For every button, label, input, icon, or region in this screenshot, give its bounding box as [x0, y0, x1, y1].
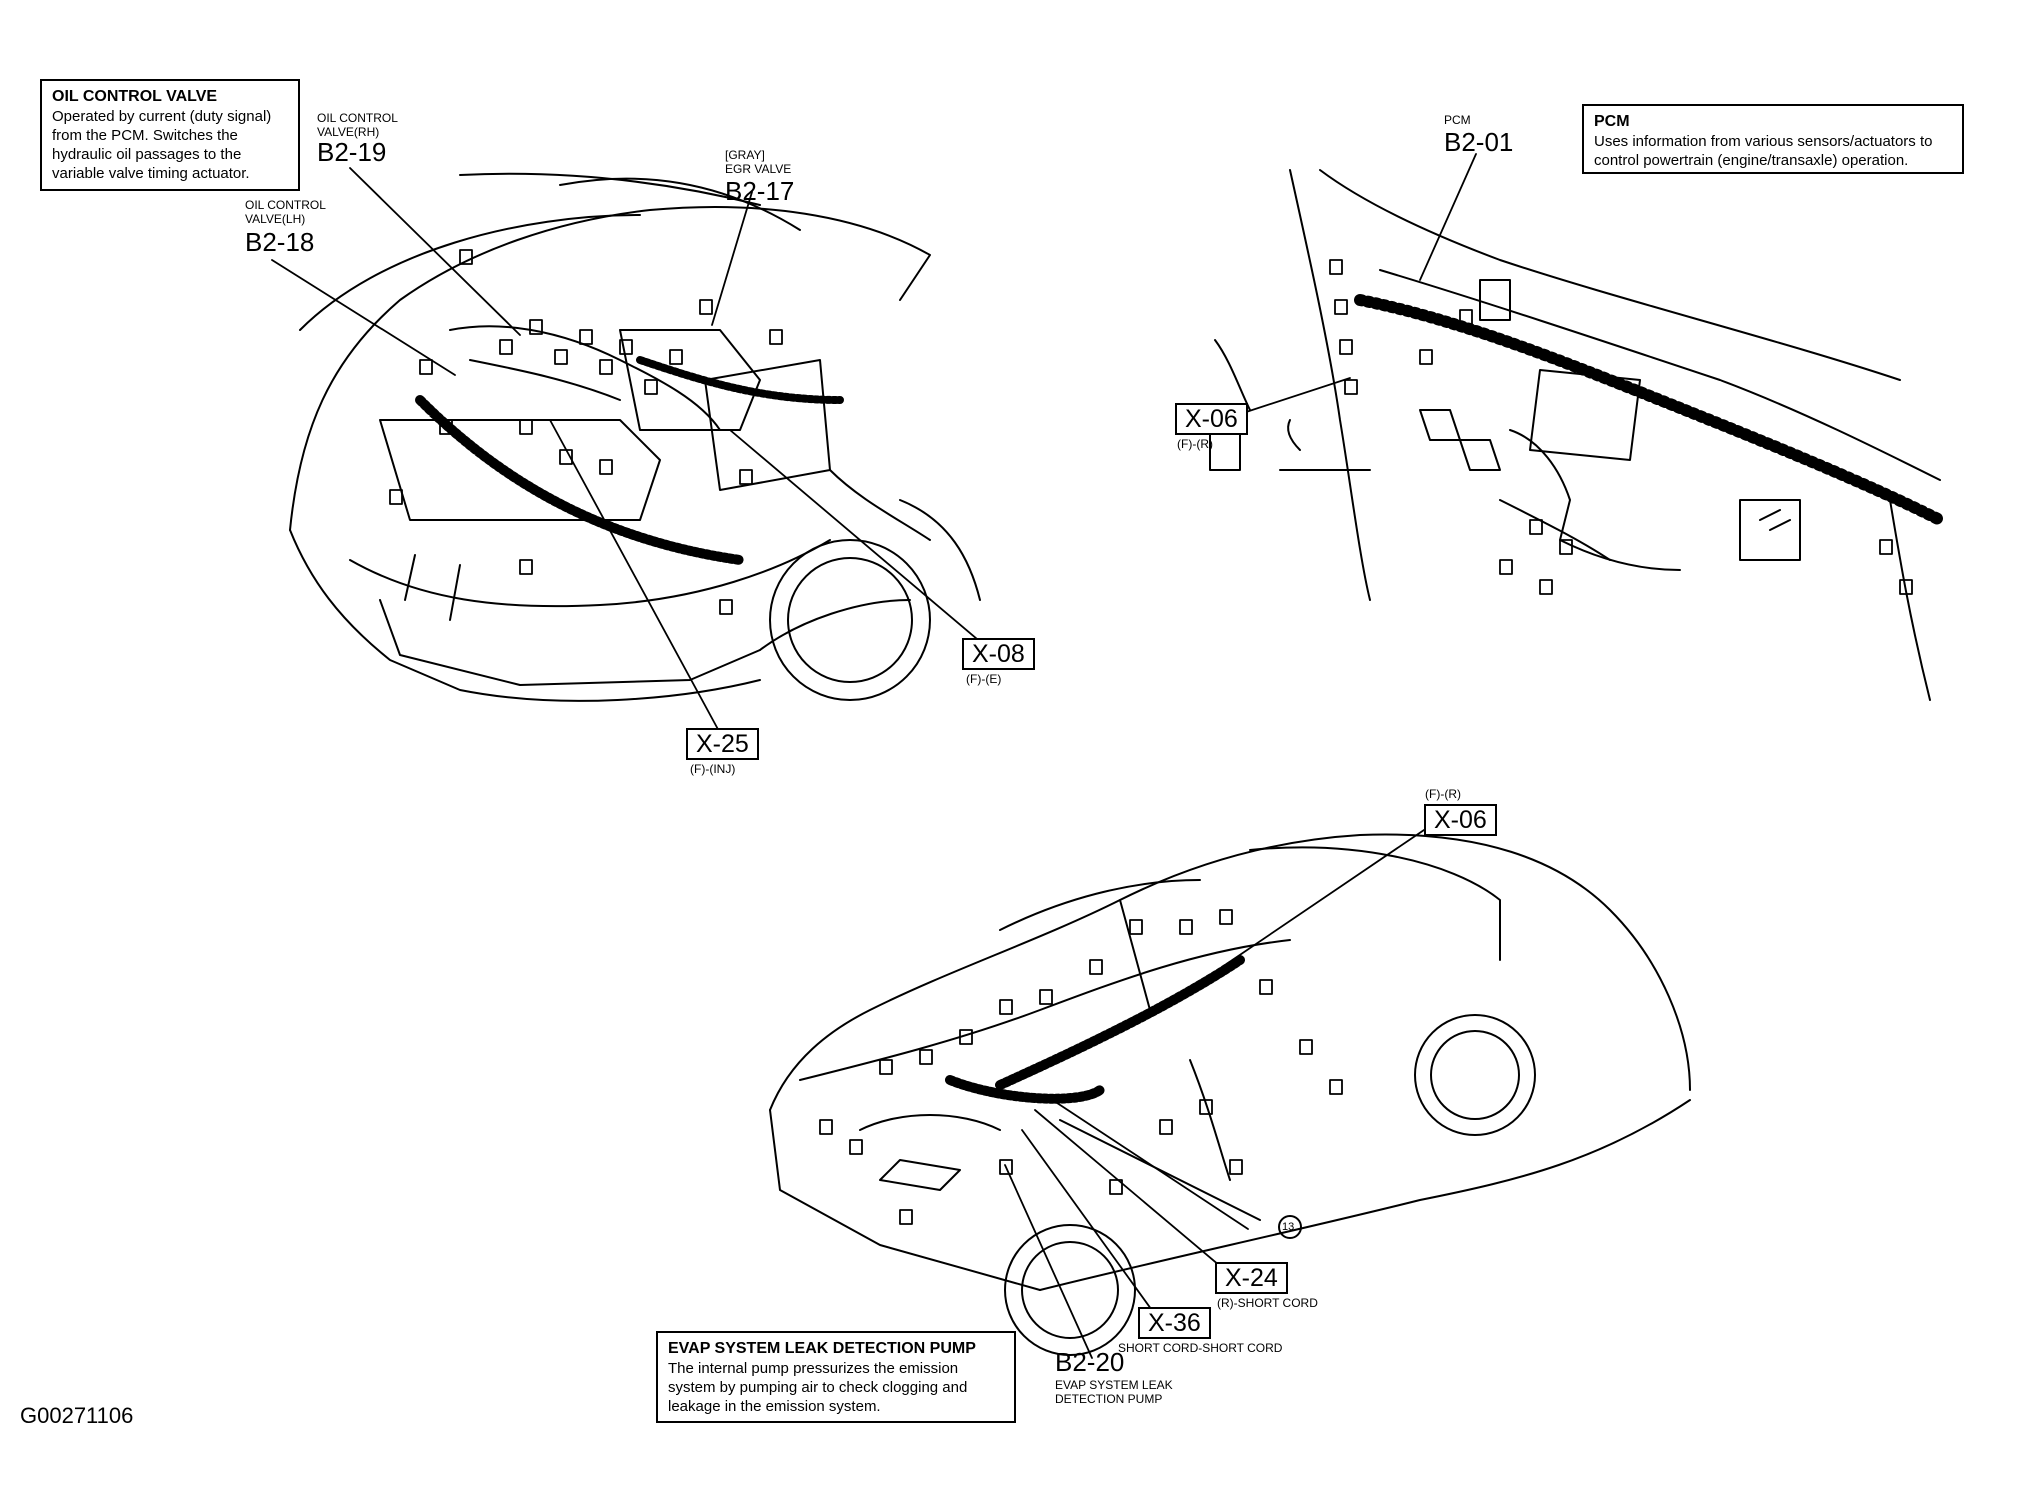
- pcm-info-body: Uses information from various sensors/ac…: [1594, 133, 1933, 169]
- figure-id: G00271106: [20, 1403, 134, 1428]
- vehicle-body-drawing: [769, 833, 1691, 1356]
- b2-01-code: B2-01: [1444, 127, 1514, 157]
- oil-control-valve-info-body: Operated by current (duty signal) from t…: [52, 108, 272, 182]
- b2-20-code: B2-20: [1055, 1347, 1125, 1377]
- x-06-dash-joint: X-06: [1175, 403, 1248, 435]
- evap-pump-info-box: EVAP SYSTEM LEAK DETECTION PUMP The inte…: [656, 1331, 1016, 1423]
- x-06-body-note: (F)-(R): [1425, 787, 1461, 801]
- leader-lines: [271, 153, 1477, 1359]
- b2-19-label: OIL CONTROL VALVE(RH): [317, 111, 398, 139]
- b2-18-label: OIL CONTROL VALVE(LH): [245, 198, 326, 226]
- b2-19-code: B2-19: [317, 137, 387, 167]
- x-08-joint: X-08: [962, 638, 1035, 670]
- oil-control-valve-info-title: OIL CONTROL VALVE: [52, 88, 218, 105]
- x-06-dash-note: (F)-(R): [1177, 437, 1213, 451]
- x-06-body-joint: X-06: [1424, 804, 1497, 836]
- dashboard-drawing: [1209, 169, 1946, 701]
- b2-17-code: B2-17: [725, 176, 795, 206]
- oil-control-valve-info-box: OIL CONTROL VALVE Operated by current (d…: [40, 79, 300, 191]
- b2-17-label: [GRAY] EGR VALVE: [725, 148, 792, 176]
- evap-pump-info-body: The internal pump pressurizes the emissi…: [668, 1360, 968, 1415]
- x-08-note: (F)-(E): [966, 672, 1002, 686]
- ground-point-13: [1278, 1215, 1302, 1239]
- b2-01-label: PCM: [1444, 113, 1471, 127]
- x-36-joint: X-36: [1138, 1307, 1211, 1339]
- ground-point-number: 13: [1282, 1221, 1295, 1233]
- pcm-info-box: PCM Uses information from various sensor…: [1582, 104, 1964, 174]
- evap-pump-info-title: EVAP SYSTEM LEAK DETECTION PUMP: [668, 1340, 976, 1357]
- x-25-note: (F)-(INJ): [690, 762, 736, 776]
- x-36-note: SHORT CORD-SHORT CORD: [1118, 1341, 1283, 1355]
- b2-18-code: B2-18: [245, 227, 315, 257]
- pcm-info-title: PCM: [1594, 113, 1630, 130]
- x-24-note: (R)-SHORT CORD: [1217, 1296, 1318, 1310]
- x-24-joint: X-24: [1215, 1262, 1288, 1294]
- engine-compartment-drawing: [289, 172, 981, 702]
- x-25-joint: X-25: [686, 728, 759, 760]
- b2-20-label: EVAP SYSTEM LEAK DETECTION PUMP: [1055, 1378, 1173, 1406]
